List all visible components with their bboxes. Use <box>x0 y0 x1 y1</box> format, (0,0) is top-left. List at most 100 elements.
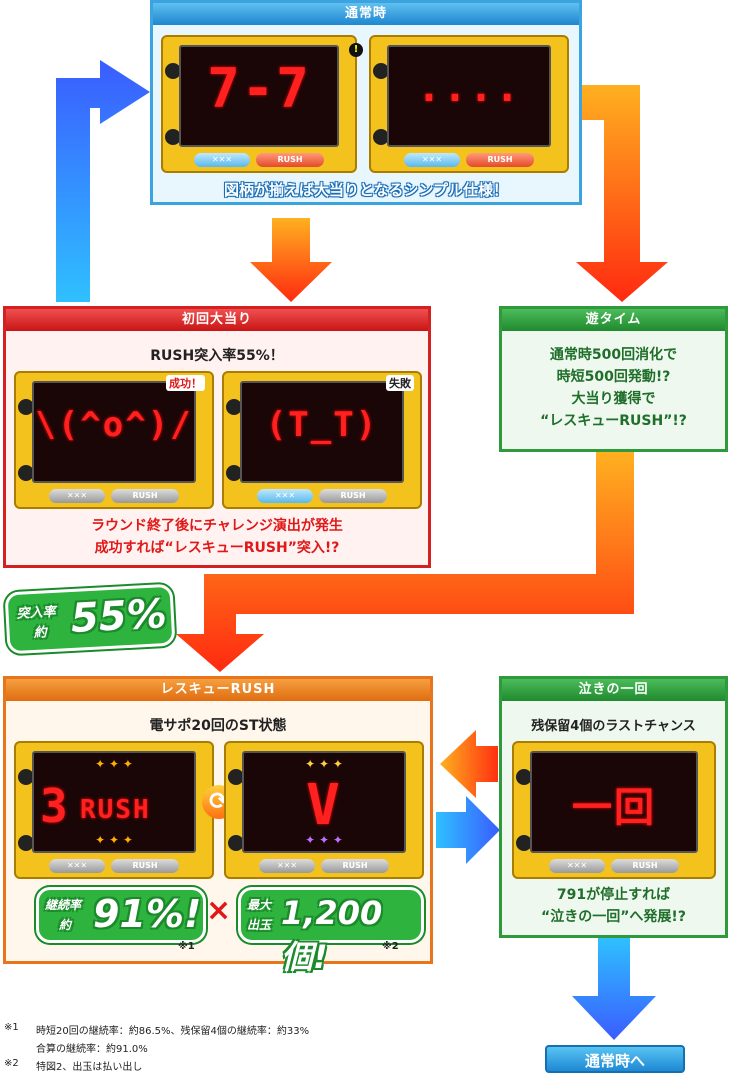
continue-rate-value: 91%! <box>93 892 202 936</box>
first-hit-header: 初回大当り <box>6 309 428 331</box>
bird-icons: ✦ ✦ ✦ <box>95 757 133 771</box>
footnote-1-text: 時短20回の継続率：約86.5%、残保留4個の継続率：約33% <box>36 1026 310 1037</box>
note-mark-1: ※1 <box>178 941 195 952</box>
knob-icon <box>226 465 242 481</box>
rescue-header: レスキューRUSH <box>6 679 430 701</box>
arrow-normal-to-first <box>250 218 332 302</box>
max-payout-badge: 最大 出玉 1,200個! <box>238 887 424 976</box>
screen-text: \(^o^)/ <box>35 405 193 445</box>
alert-icon: ! <box>349 43 363 57</box>
footnote-2-mark: ※2 <box>4 1058 19 1069</box>
knob-icon <box>516 835 532 851</box>
bird-icons: ✦ ✦ ✦ <box>305 757 343 771</box>
machine-button-left: ✕✕✕ <box>194 153 250 167</box>
entry-rate-value: 55% <box>69 591 168 642</box>
knob-icon <box>373 129 389 145</box>
bird-icons: ✦ ✦ ✦ <box>95 833 133 847</box>
continue-rate-label-2: 約 <box>59 918 72 932</box>
machine-rush-1: ✦ ✦ ✦ 3 RUSH ✦ ✦ ✦ ✕✕✕ RUSH <box>14 741 214 879</box>
machine-button-rush: RUSH <box>111 489 179 503</box>
knob-icon <box>165 63 181 79</box>
asobi-header: 遊タイム <box>502 309 725 331</box>
screen-text: .... <box>416 65 522 111</box>
rescue-panel: レスキューRUSH 電サポ20回のST状態 ✦ ✦ ✦ 3 RUSH ✦ ✦ ✦… <box>3 676 433 976</box>
machine-naki: 一回 ✕✕✕ RUSH <box>512 741 716 879</box>
arrow-rescue-to-naki <box>436 796 500 864</box>
machine-button-rush: RUSH <box>319 489 387 503</box>
knob-icon <box>165 129 181 145</box>
screen: .... <box>387 45 551 147</box>
machine-button-rush: RUSH <box>466 153 534 167</box>
knob-icon <box>18 399 34 415</box>
first-hit-caption-2: 成功すれば“レスキューRUSH”突入!? <box>94 540 340 556</box>
arrow-naki-to-normal <box>572 938 656 1040</box>
machine-button-rush: RUSH <box>111 859 179 873</box>
max-payout-label-1: 最大 <box>247 898 272 912</box>
entry-rate-label-1: 突入率 <box>16 604 57 622</box>
max-payout-label-2: 出玉 <box>247 918 272 932</box>
naki-line-1: 791が停止すれば <box>556 887 671 903</box>
machine-normal-1: 7-7 ✕✕✕ RUSH <box>161 35 357 173</box>
knob-icon <box>228 835 244 851</box>
arrow-naki-to-rescue <box>440 730 498 798</box>
to-normal-label: 通常時へ <box>545 1045 685 1073</box>
machine-button-left: ✕✕✕ <box>257 489 313 503</box>
naki-panel: 泣きの一回 残保留4個のラストチャンス 一回 ✕✕✕ RUSH 791が停止すれ… <box>499 676 728 938</box>
naki-line-2: “泣きの一回”へ発展!? <box>541 909 686 925</box>
arrow-normal-to-asobi <box>576 85 668 302</box>
rescue-subtitle: 電サポ20回のST状態 <box>149 718 287 734</box>
asobi-panel: 遊タイム 通常時500回消化で 時短500回発動!? 大当り獲得で “レスキュー… <box>499 306 728 452</box>
screen: 一回 <box>530 751 698 853</box>
knob-icon <box>18 769 34 785</box>
screen-text: 7-7 <box>207 57 311 120</box>
screen: (T_T) <box>240 381 404 483</box>
knob-icon <box>18 835 34 851</box>
machine-fail: (T_T) ✕✕✕ RUSH <box>222 371 422 509</box>
naki-header: 泣きの一回 <box>502 679 725 701</box>
fail-flag: 失敗 <box>386 375 414 391</box>
asobi-line-2: 時短500回発動!? <box>556 369 671 385</box>
continue-rate-badge: 継続率 約 91%! <box>36 887 206 943</box>
arrow-back-to-normal <box>56 60 150 302</box>
times-mark: × <box>206 893 232 928</box>
asobi-line-1: 通常時500回消化で <box>549 347 678 363</box>
screen: ✦ ✦ ✦ V ✦ ✦ ✦ <box>242 751 406 853</box>
entry-rate-label-2: 約 <box>33 625 48 641</box>
knob-icon <box>226 399 242 415</box>
note-mark-2: ※2 <box>382 941 399 952</box>
screen: ✦ ✦ ✦ 3 RUSH ✦ ✦ ✦ <box>32 751 196 853</box>
rush-number: 3 <box>40 779 70 833</box>
machine-normal-2: .... ✕✕✕ RUSH <box>369 35 569 173</box>
rush-text: RUSH <box>80 795 151 825</box>
machine-button-rush: RUSH <box>256 153 324 167</box>
success-flag: 成功！ <box>166 375 205 391</box>
bird-icons: ✦ ✦ ✦ <box>305 833 343 847</box>
knob-icon <box>18 465 34 481</box>
arrow-asobi-to-rescue <box>176 452 634 672</box>
max-payout-value: 1,200個! <box>281 894 383 976</box>
machine-button-left: ✕✕✕ <box>49 859 105 873</box>
knob-icon <box>516 769 532 785</box>
screen-text: (T_T) <box>265 405 379 445</box>
continue-rate-label-1: 継続率 <box>45 898 82 912</box>
machine-button-rush: RUSH <box>321 859 389 873</box>
machine-button-left: ✕✕✕ <box>549 859 605 873</box>
machine-button-left: ✕✕✕ <box>404 153 460 167</box>
machine-button-left: ✕✕✕ <box>259 859 315 873</box>
footnote-1-text-2: 合算の継続率：約91.0% <box>36 1044 148 1055</box>
entry-rate-badge: 突入率 約 55% <box>4 583 176 655</box>
machine-rush-2: ✦ ✦ ✦ V ✦ ✦ ✦ ✕✕✕ RUSH <box>224 741 424 879</box>
screen-text: 一回 <box>572 785 656 831</box>
machine-button-rush: RUSH <box>611 859 679 873</box>
asobi-line-4: “レスキューRUSH”!? <box>540 413 687 429</box>
first-hit-panel: 初回大当り RUSH突入率55%！ \(^o^)/ ✕✕✕ RUSH 成功！ (… <box>3 306 431 568</box>
naki-subtitle: 残保留4個のラストチャンス <box>531 719 696 734</box>
screen: \(^o^)/ <box>32 381 196 483</box>
normal-caption: 図柄が揃えば大当りとなるシンプル仕様！ <box>223 181 509 199</box>
machine-success: \(^o^)/ ✕✕✕ RUSH <box>14 371 214 509</box>
knob-icon <box>228 769 244 785</box>
screen: 7-7 <box>179 45 339 147</box>
v-symbol: V <box>306 773 342 838</box>
first-hit-caption-1: ラウンド終了後にチャレンジ演出が発生 <box>91 518 343 534</box>
